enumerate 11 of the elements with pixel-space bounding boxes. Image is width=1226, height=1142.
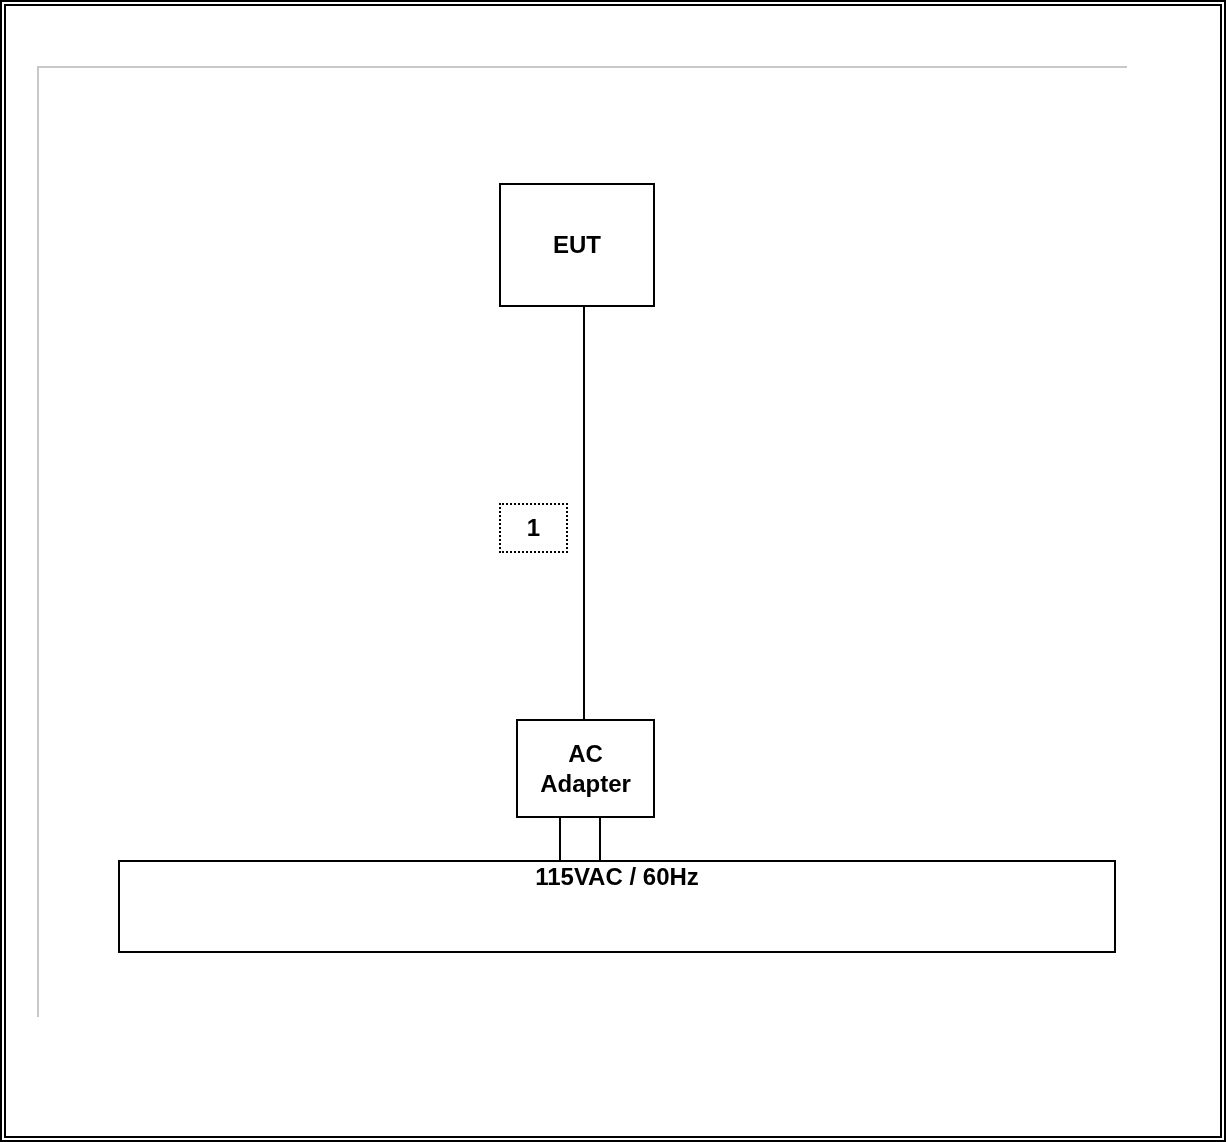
node-label: EUT bbox=[552, 230, 602, 260]
node-label: AC Adapter bbox=[539, 738, 632, 799]
equipment-box bbox=[499, 183, 655, 307]
node-label: 1 bbox=[525, 513, 542, 543]
cable-line bbox=[599, 817, 601, 861]
callout-box bbox=[499, 503, 568, 553]
power-source-box bbox=[118, 860, 1116, 953]
cable-line bbox=[583, 306, 585, 720]
cable-line bbox=[559, 817, 561, 861]
node-label: 115VAC / 60Hz bbox=[534, 862, 700, 892]
adapter-box bbox=[516, 719, 655, 818]
